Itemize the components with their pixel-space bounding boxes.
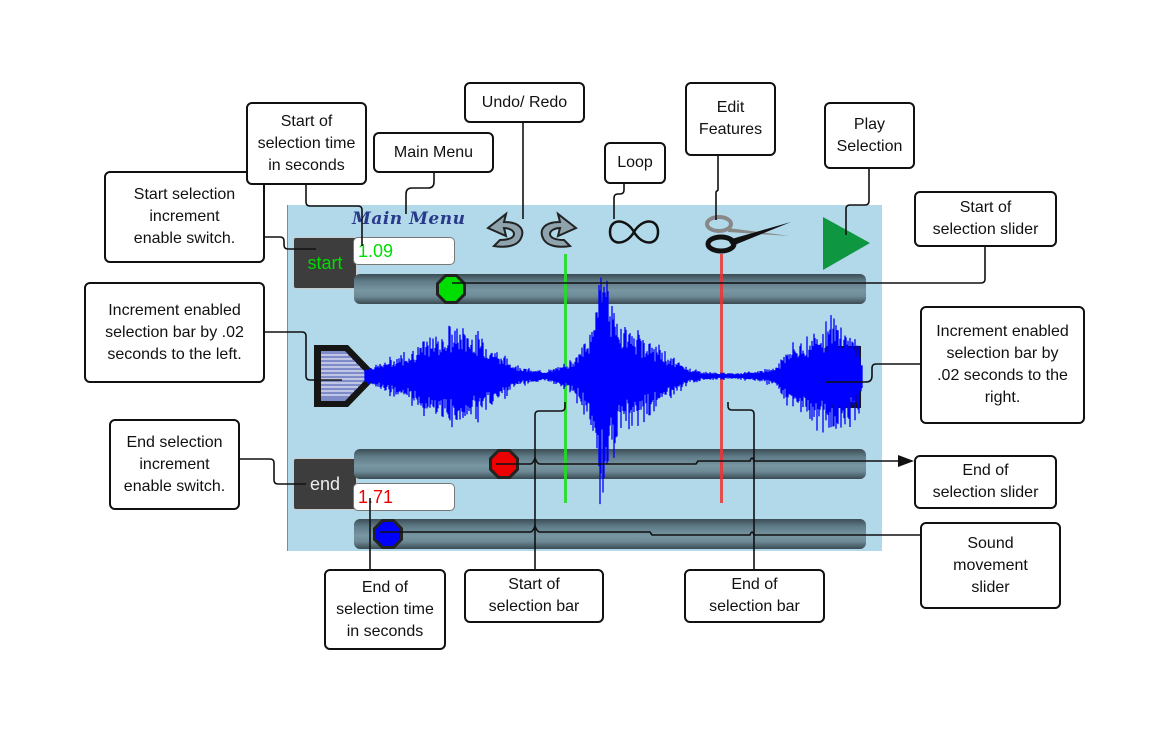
callout-end-bar: End of selection bar <box>684 569 825 623</box>
nudge-left-arrow-icon[interactable] <box>314 345 378 407</box>
callout-start-bar: Start of selection bar <box>464 569 604 623</box>
start-selection-slider-track[interactable] <box>354 274 866 304</box>
callout-loop: Loop <box>604 142 666 184</box>
callout-nudge-right: Increment enabled selection bar by .02 s… <box>920 306 1085 424</box>
main-menu-button[interactable]: Main Menu <box>352 209 466 229</box>
play-icon[interactable] <box>823 217 870 270</box>
sound-movement-slider-track[interactable] <box>354 519 866 549</box>
start-increment-switch[interactable]: start <box>293 237 357 289</box>
start-time-field[interactable]: 1.09 <box>353 237 455 265</box>
callout-start-time: Start of selection time in seconds <box>246 102 367 185</box>
callout-start-slider: Start of selection slider <box>914 191 1057 247</box>
callout-connectors <box>240 121 986 570</box>
sound-movement-slider-knob[interactable] <box>373 519 403 549</box>
audio-waveform <box>364 277 863 505</box>
callout-sound-slider: Sound movement slider <box>920 522 1061 609</box>
arrowhead <box>898 455 914 467</box>
callout-nudge-left: Increment enabled selection bar by .02 s… <box>84 282 265 383</box>
start-selection-slider-knob[interactable] <box>436 274 466 304</box>
redo-icon[interactable] <box>540 211 578 248</box>
callout-end-switch: End selection increment enable switch. <box>109 419 240 510</box>
callout-edit-features: Edit Features <box>685 82 776 156</box>
callout-main-menu: Main Menu <box>373 132 494 173</box>
loop-icon[interactable] <box>608 220 660 244</box>
end-time-field[interactable]: 1.71 <box>353 483 455 511</box>
callout-start-switch: Start selection increment enable switch. <box>104 171 265 263</box>
callout-end-slider: End of selection slider <box>914 455 1057 509</box>
callout-end-time: End of selection time in seconds <box>324 569 446 650</box>
undo-icon[interactable] <box>486 211 524 248</box>
scissors-icon[interactable] <box>705 215 791 254</box>
callout-undo-redo: Undo/ Redo <box>464 82 585 123</box>
callout-play-selection: Play Selection <box>824 102 915 169</box>
